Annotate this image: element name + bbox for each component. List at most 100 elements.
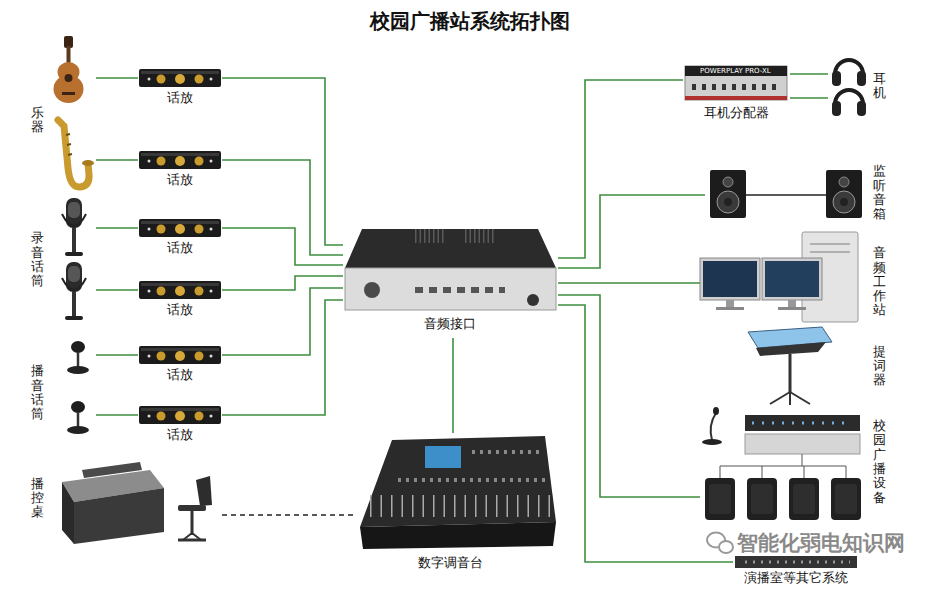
device-label: 话放 bbox=[167, 302, 193, 318]
teleprompter-illustration bbox=[756, 342, 826, 356]
studio-microphone bbox=[62, 262, 86, 320]
vertical-device-label: 录音话筒 bbox=[31, 231, 44, 288]
audio-interface-illustration bbox=[465, 229, 495, 243]
monitor-speaker bbox=[826, 170, 862, 218]
guitar-illustration bbox=[65, 74, 73, 82]
saxophone-illustration bbox=[58, 120, 89, 187]
workstation-illustration bbox=[716, 307, 744, 310]
signal-connector bbox=[222, 78, 343, 245]
device-label: 音频接口 bbox=[424, 316, 476, 332]
control-desk-illustration bbox=[178, 505, 206, 511]
digital-mixer-illustration bbox=[370, 495, 550, 517]
headphone-distributor-illustration bbox=[692, 84, 780, 90]
signal-connector bbox=[222, 160, 343, 255]
headphone-distributor-illustration bbox=[685, 66, 787, 76]
audio-interface-illustration bbox=[345, 229, 556, 268]
pa-speaker bbox=[831, 478, 861, 520]
workstation-illustration bbox=[700, 258, 760, 300]
device-label: 话放 bbox=[167, 367, 193, 383]
workstation-illustration bbox=[810, 243, 850, 245]
guitar-illustration bbox=[62, 92, 75, 95]
headphones bbox=[832, 60, 866, 86]
workstation-illustration bbox=[778, 307, 806, 310]
digital-mixer-illustration bbox=[360, 522, 556, 549]
saxophone-illustration bbox=[66, 134, 72, 155]
signal-connector bbox=[96, 159, 138, 161]
vertical-device-label: 音频工作站 bbox=[873, 246, 886, 317]
broadcast-equipment-illustration bbox=[745, 434, 860, 454]
broadcast-equipment-illustration bbox=[713, 407, 719, 415]
teleprompter-illustration bbox=[748, 327, 832, 405]
signal-connector bbox=[558, 295, 700, 497]
broadcast-equipment-illustration bbox=[702, 439, 722, 445]
signal-connector bbox=[452, 338, 454, 433]
device-label: 演播室等其它系统 bbox=[744, 570, 848, 586]
vertical-device-label: 播控桌 bbox=[31, 477, 44, 520]
vertical-device-label: 耳机 bbox=[873, 72, 886, 101]
speaker-wire bbox=[746, 194, 826, 196]
control-desk-illustration bbox=[191, 511, 194, 535]
teleprompter-illustration bbox=[770, 392, 790, 404]
signal-connector bbox=[96, 227, 138, 229]
device-node: 话放 bbox=[138, 148, 222, 190]
device-node: 播音话筒 bbox=[28, 330, 96, 446]
device-node: 监听音箱 bbox=[705, 160, 892, 226]
dashed-connector bbox=[222, 514, 353, 516]
device-label: 话放 bbox=[167, 172, 193, 188]
device-node: 播控桌 bbox=[28, 458, 222, 550]
workstation-illustration bbox=[762, 258, 822, 300]
device-node: 话放 bbox=[138, 343, 222, 385]
device-node: 音频接口 bbox=[343, 226, 558, 338]
workstation-illustration bbox=[703, 261, 757, 297]
headphone-distributor-illustration bbox=[685, 96, 787, 100]
studio-microphone bbox=[62, 198, 86, 256]
signal-connector bbox=[790, 73, 828, 75]
device-node: 音频工作站 bbox=[700, 230, 892, 322]
signal-connector bbox=[96, 77, 138, 79]
wechat-icon bbox=[719, 541, 733, 553]
guitar-illustration bbox=[54, 75, 84, 103]
pa-speaker bbox=[789, 478, 819, 520]
pa-speaker bbox=[747, 478, 777, 520]
signal-connector bbox=[96, 289, 138, 291]
diagram-title: 校园广播站系统拓扑图 bbox=[370, 9, 570, 33]
preamp-device bbox=[139, 151, 221, 169]
preamp-device bbox=[139, 281, 221, 299]
audio-interface-illustration bbox=[345, 229, 556, 310]
teleprompter-illustration bbox=[789, 354, 792, 392]
broadcast-equipment-illustration bbox=[745, 415, 860, 431]
device-node: 话放 bbox=[138, 216, 222, 258]
signal-connector bbox=[222, 228, 343, 265]
signal-connector bbox=[222, 300, 343, 415]
monitor-speaker bbox=[710, 170, 746, 218]
device-node: 话放 bbox=[138, 403, 222, 445]
signal-connector bbox=[558, 282, 700, 284]
digital-mixer-illustration bbox=[360, 436, 556, 527]
studio-system-illustration bbox=[735, 556, 857, 568]
signal-connector bbox=[790, 97, 828, 99]
control-desk-illustration bbox=[74, 488, 164, 544]
preamp-device bbox=[139, 69, 221, 87]
device-node: 校园广播设备 bbox=[700, 410, 892, 524]
preamp-device bbox=[139, 346, 221, 364]
control-desk-illustration bbox=[196, 476, 212, 506]
headphones bbox=[832, 90, 866, 116]
signal-connector bbox=[558, 80, 683, 258]
preamp-device bbox=[139, 219, 221, 237]
wechat-icon bbox=[707, 533, 733, 554]
teleprompter-illustration bbox=[789, 392, 791, 405]
vertical-device-label: 校园广播设备 bbox=[873, 419, 886, 505]
teleprompter-illustration bbox=[790, 392, 810, 404]
audio-interface-illustration bbox=[364, 282, 380, 298]
panel-brand-text: POWERPLAY PRO-XL bbox=[700, 67, 771, 76]
workstation-illustration bbox=[726, 300, 734, 308]
signal-connector bbox=[96, 354, 138, 356]
digital-mixer-illustration bbox=[360, 436, 556, 549]
saxophone-illustration bbox=[58, 120, 94, 187]
signal-connector bbox=[96, 414, 138, 416]
control-desk-illustration bbox=[192, 533, 201, 540]
audio-interface-illustration bbox=[527, 294, 539, 306]
device-node: 乐器 bbox=[28, 34, 96, 196]
device-node: 数字调音台 bbox=[353, 433, 557, 576]
